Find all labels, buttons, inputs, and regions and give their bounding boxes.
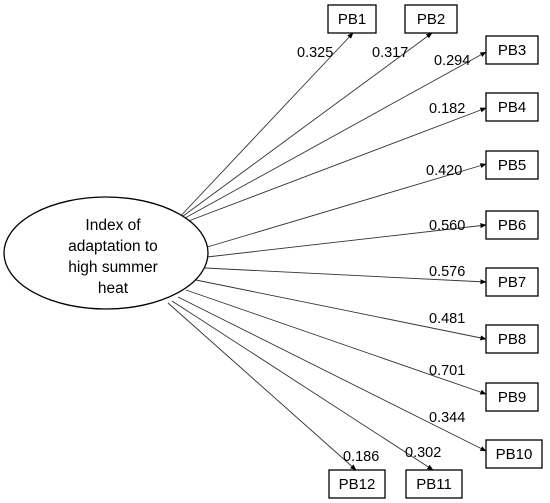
node-label-pb1: PB1 (338, 11, 366, 28)
node-box-pb2 (404, 4, 458, 34)
node-pb8: PB8 (485, 324, 539, 354)
node-box-pb3 (485, 35, 539, 65)
node-box-pb9 (485, 382, 539, 412)
edge-pb3 (175, 51, 487, 224)
loading-label-pb1: 0.325 (297, 45, 333, 61)
latent-label-line-2: adaptation to (68, 238, 158, 255)
edge-pb11 (171, 300, 434, 471)
node-pb6: PB6 (485, 210, 539, 240)
node-pb12: PB12 (328, 469, 386, 499)
node-pb9: PB9 (485, 382, 539, 412)
edge-pb4 (177, 107, 487, 226)
edge-pb6 (206, 223, 487, 258)
latent-variable-node: Index of adaptation to high summer heat (3, 196, 209, 310)
node-label-pb7: PB7 (498, 274, 526, 291)
node-label-pb8: PB8 (498, 331, 526, 348)
node-pb7: PB7 (485, 267, 539, 297)
node-label-pb5: PB5 (498, 157, 526, 174)
latent-label-line-1: Index of (85, 217, 141, 234)
node-box-pb11 (405, 469, 463, 499)
node-box-pb8 (485, 324, 539, 354)
edge-pb7 (204, 267, 487, 285)
node-pb1: PB1 (327, 4, 377, 34)
node-pb5: PB5 (485, 150, 539, 180)
node-label-pb3: PB3 (498, 42, 526, 59)
edge-pb9 (185, 289, 487, 395)
loading-label-pb2: 0.317 (372, 45, 408, 61)
node-pb11: PB11 (405, 469, 463, 499)
node-label-pb2: PB2 (417, 11, 445, 28)
loadings-group: 0.325 0.317 0.294 0.182 0.420 0.560 0.576 0.481… (297, 45, 470, 465)
loading-label-pb7: 0.576 (429, 264, 465, 280)
edge-pb8 (195, 279, 487, 341)
node-box-pb1 (327, 4, 377, 34)
node-label-pb9: PB9 (498, 389, 526, 406)
loading-label-pb4: 0.182 (429, 101, 465, 117)
loading-label-pb10: 0.344 (429, 410, 465, 426)
node-box-pb12 (328, 469, 386, 499)
edge-pb12 (167, 302, 357, 471)
node-pb10: PB10 (485, 439, 543, 469)
node-label-pb4: PB4 (498, 99, 526, 116)
loading-label-pb3: 0.294 (434, 53, 470, 69)
node-label-pb11: PB11 (416, 476, 452, 493)
latent-variable-ellipse (3, 196, 209, 310)
node-box-pb7 (485, 267, 539, 297)
node-box-pb10 (485, 439, 543, 469)
latent-label-line-3: high summer (68, 259, 158, 276)
edge-pb2 (174, 32, 433, 223)
node-pb4: PB4 (485, 92, 539, 122)
edge-pb1 (174, 32, 354, 223)
node-pb3: PB3 (485, 35, 539, 65)
loading-label-pb8: 0.481 (429, 311, 465, 327)
loading-label-pb9: 0.701 (429, 363, 465, 379)
loading-label-pb5: 0.420 (426, 163, 462, 179)
edges-group (167, 32, 487, 471)
node-box-pb5 (485, 150, 539, 180)
edge-pb5 (203, 163, 487, 249)
loading-label-pb11: 0.302 (405, 445, 441, 461)
edge-pb10 (177, 296, 487, 452)
node-label-pb6: PB6 (498, 217, 526, 234)
node-box-pb6 (485, 210, 539, 240)
node-label-pb12: PB12 (339, 476, 376, 493)
latent-label-line-4: heat (98, 280, 129, 297)
node-box-pb4 (485, 92, 539, 122)
node-label-pb10: PB10 (496, 446, 533, 463)
loading-label-pb6: 0.560 (429, 218, 465, 234)
loading-label-pb12: 0.186 (343, 449, 379, 465)
node-pb2: PB2 (404, 4, 458, 34)
